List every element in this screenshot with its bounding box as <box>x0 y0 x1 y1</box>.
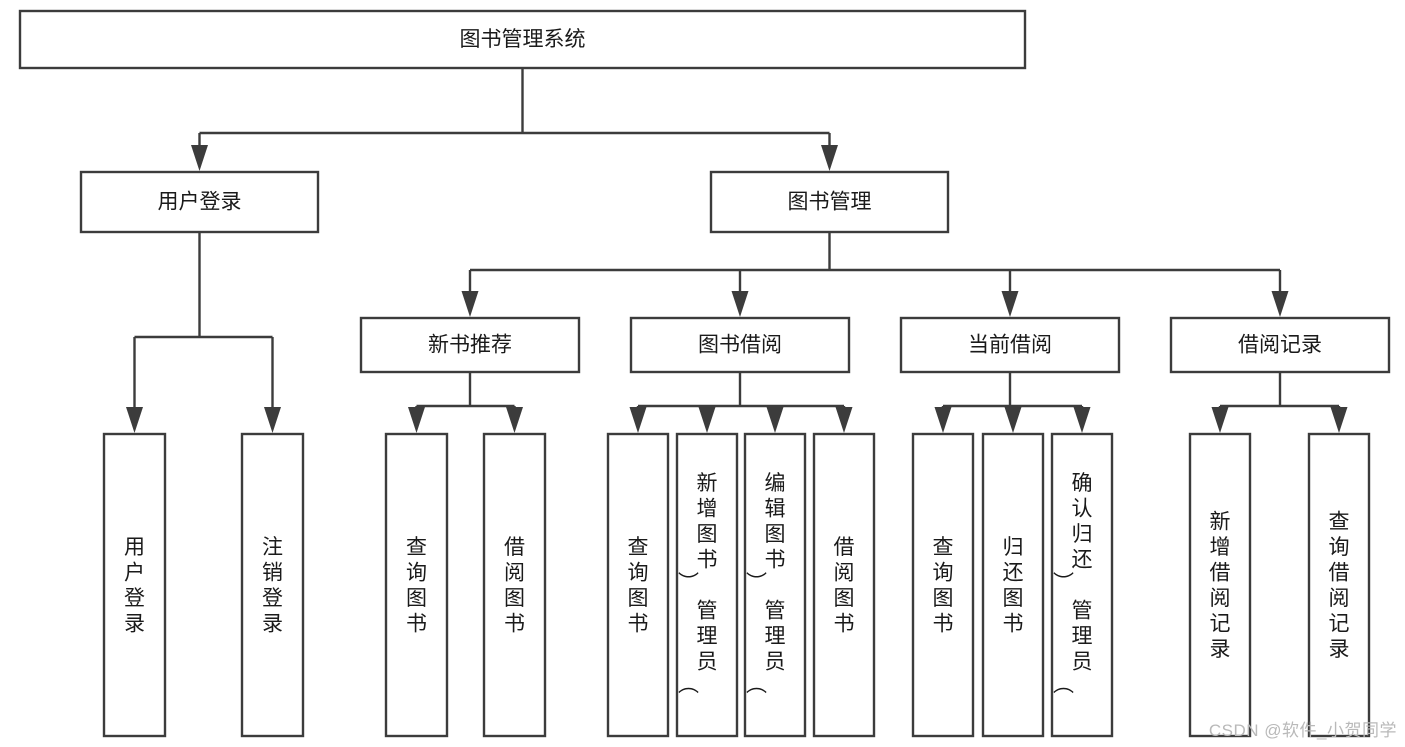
node-leaf-query-book-cur[interactable]: 查询图书 <box>911 432 975 738</box>
connector-group-book-borrow <box>629 372 853 433</box>
node-label: 注销登录 <box>262 536 283 636</box>
node-label: 确认归还（管理员） <box>1054 472 1093 694</box>
node-label: 新书推荐 <box>428 334 512 357</box>
node-leaf-query-book-rec[interactable]: 查询图书 <box>384 432 449 738</box>
node-box[interactable] <box>1307 432 1371 738</box>
connector-group-new-book-recommend <box>408 372 523 433</box>
node-label: 图书借阅 <box>698 334 782 357</box>
node-label: 图书管理 <box>788 191 872 214</box>
node-layer: 图书管理系统用户登录图书管理新书推荐图书借阅当前借阅借阅记录用户登录注销登录查询… <box>18 9 1391 738</box>
node-label: 用户登录 <box>124 536 145 636</box>
connector-group-current-borrow <box>934 372 1091 433</box>
node-leaf-user-login[interactable]: 用户登录 <box>102 432 167 738</box>
node-box[interactable] <box>482 432 547 738</box>
node-leaf-logout-login[interactable]: 注销登录 <box>240 432 305 738</box>
node-box[interactable] <box>1050 432 1114 738</box>
node-box[interactable] <box>709 170 950 234</box>
arrowhead-icon <box>1001 291 1019 317</box>
arrowhead-icon <box>698 407 716 433</box>
node-box[interactable] <box>79 170 320 234</box>
node-label: 查询图书 <box>406 536 427 636</box>
node-current-borrow[interactable]: 当前借阅 <box>899 316 1121 374</box>
node-leaf-add-book[interactable]: 新增图书（管理员） <box>675 432 739 738</box>
node-leaf-confirm-return[interactable]: 确认归还（管理员） <box>1050 432 1114 738</box>
arrowhead-icon <box>821 145 838 171</box>
node-box[interactable] <box>102 432 167 738</box>
arrowhead-icon <box>408 407 425 433</box>
node-book-manage[interactable]: 图书管理 <box>709 170 950 234</box>
arrowhead-icon <box>766 407 784 433</box>
arrowhead-icon <box>1073 407 1091 433</box>
node-label: 图书管理系统 <box>460 28 586 51</box>
arrowhead-icon <box>731 291 749 317</box>
node-borrow-record[interactable]: 借阅记录 <box>1169 316 1391 374</box>
node-box[interactable] <box>911 432 975 738</box>
node-box[interactable] <box>1188 432 1252 738</box>
node-root[interactable]: 图书管理系统 <box>18 9 1027 70</box>
node-box[interactable] <box>981 432 1045 738</box>
node-box[interactable] <box>743 432 807 738</box>
arrowhead-icon <box>835 407 853 433</box>
node-user-login[interactable]: 用户登录 <box>79 170 320 234</box>
arrowhead-icon <box>934 407 952 433</box>
node-box[interactable] <box>18 9 1027 70</box>
node-box[interactable] <box>606 432 670 738</box>
node-label: 借阅图书 <box>504 536 525 636</box>
connector-group-book-manage <box>461 232 1289 317</box>
node-leaf-query-record[interactable]: 查询借阅记录 <box>1307 432 1371 738</box>
node-new-book-recommend[interactable]: 新书推荐 <box>359 316 581 374</box>
node-leaf-query-book-bor[interactable]: 查询图书 <box>606 432 670 738</box>
connector-layer <box>126 68 1348 433</box>
node-leaf-borrow-book-rec[interactable]: 借阅图书 <box>482 432 547 738</box>
node-box[interactable] <box>629 316 851 374</box>
node-label: 查询图书 <box>933 536 954 636</box>
node-label: 借阅图书 <box>834 536 855 636</box>
node-label: 查询图书 <box>628 536 649 636</box>
node-label: 当前借阅 <box>968 334 1052 357</box>
arrowhead-icon <box>1004 407 1022 433</box>
node-label: 借阅记录 <box>1238 334 1322 357</box>
arrowhead-icon <box>506 407 523 433</box>
node-label: 新增图书（管理员） <box>679 472 718 694</box>
node-box[interactable] <box>1169 316 1391 374</box>
connector-group-root <box>191 68 838 171</box>
node-leaf-add-record[interactable]: 新增借阅记录 <box>1188 432 1252 738</box>
node-box[interactable] <box>240 432 305 738</box>
node-box[interactable] <box>675 432 739 738</box>
arrowhead-icon <box>126 407 143 433</box>
node-label: 归还图书 <box>1003 536 1024 636</box>
arrowhead-icon <box>461 291 479 317</box>
node-leaf-edit-book[interactable]: 编辑图书（管理员） <box>743 432 807 738</box>
arrowhead-icon <box>1330 407 1348 433</box>
node-box[interactable] <box>384 432 449 738</box>
connector-group-user-login <box>126 232 281 433</box>
node-label: 用户登录 <box>158 191 242 214</box>
node-box[interactable] <box>899 316 1121 374</box>
arrowhead-icon <box>1271 291 1289 317</box>
node-box[interactable] <box>359 316 581 374</box>
connector-group-borrow-record <box>1211 372 1348 433</box>
node-book-borrow[interactable]: 图书借阅 <box>629 316 851 374</box>
node-label: 新增借阅记录 <box>1210 510 1231 661</box>
arrowhead-icon <box>264 407 281 433</box>
node-leaf-return-book[interactable]: 归还图书 <box>981 432 1045 738</box>
arrowhead-icon <box>629 407 647 433</box>
arrowhead-icon <box>191 145 208 171</box>
node-leaf-borrow-book-bor[interactable]: 借阅图书 <box>812 432 876 738</box>
node-label: 编辑图书（管理员） <box>747 472 786 694</box>
arrowhead-icon <box>1211 407 1229 433</box>
node-label: 查询借阅记录 <box>1329 510 1350 661</box>
node-box[interactable] <box>812 432 876 738</box>
